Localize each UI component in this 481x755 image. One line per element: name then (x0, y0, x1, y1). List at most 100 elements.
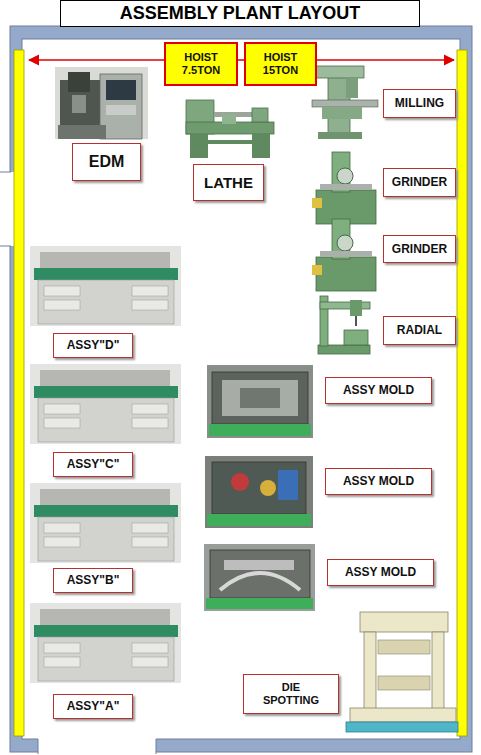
work-bench-part (44, 418, 80, 428)
mold-picture-part (231, 473, 249, 491)
label-text: GRINDER (392, 175, 447, 189)
grinder-machine-part (312, 198, 322, 208)
page-title: ASSEMBLY PLANT LAYOUT (60, 0, 420, 27)
work-bench-part (38, 517, 174, 561)
work-bench-part (44, 657, 80, 667)
label-text: ASSY MOLD (343, 474, 414, 488)
work-bench-part (132, 643, 168, 653)
label-text: HOIST 7.5TON (170, 51, 232, 77)
label-text: ASSY"D" (67, 338, 120, 352)
door-opening-part (156, 739, 157, 754)
label-text: DIE SPOTTING (258, 681, 324, 707)
machine-label: ASSY"B" (53, 568, 133, 593)
work-bench-part (34, 505, 178, 517)
work-bench-part (44, 286, 80, 296)
work-bench-part (40, 609, 170, 625)
plant-wall (10, 26, 472, 752)
mold-picture-part (212, 462, 306, 514)
mold-picture-part (224, 560, 294, 570)
lathe-machine-part (252, 134, 270, 158)
work-bench-part (38, 637, 174, 681)
grinder-machine (312, 152, 376, 224)
die-spotting-press-part (350, 708, 456, 722)
mold-picture-part (222, 380, 298, 416)
mold-picture-part (205, 456, 313, 528)
machine-label: GRINDER (383, 235, 456, 263)
label-text: HOIST 15TON (250, 51, 311, 77)
mold-picture-part (210, 550, 310, 598)
grinder-machine-part (337, 168, 353, 184)
work-bench-part (34, 268, 178, 280)
die-spotting-press (346, 612, 458, 732)
work-bench-part (44, 404, 80, 414)
mold-picture (204, 544, 315, 611)
grinder-machine-part (320, 184, 372, 190)
mold-picture-part (278, 470, 298, 500)
work-bench-part (44, 523, 80, 533)
work-bench-part (30, 364, 181, 444)
mold-picture-part (260, 480, 276, 496)
edm-machine-part (58, 125, 106, 139)
machine-label: LATHE (193, 164, 264, 201)
milling-machine (312, 66, 378, 139)
work-bench-part (40, 489, 170, 505)
milling-machine-part (318, 132, 362, 139)
die-spotting-press-part (346, 722, 458, 732)
crane-span-arrow (29, 59, 454, 61)
work-bench-part (132, 523, 168, 533)
crane-rail-part (14, 50, 24, 736)
die-spotting-press-part (364, 632, 376, 710)
work-bench-part (30, 483, 181, 563)
grinder-machine-part (312, 265, 322, 275)
die-spotting-press-part (378, 640, 430, 654)
lathe-machine-part (190, 134, 208, 158)
edm-machine-part (100, 74, 142, 139)
work-bench-part (30, 603, 181, 683)
machine-label: RADIAL (383, 316, 456, 345)
work-bench-part (132, 286, 168, 296)
label-text: EDM (89, 152, 125, 171)
machine-label: ASSY"D" (53, 333, 133, 358)
mold-picture-part (207, 365, 313, 438)
hoist-box: HOIST 7.5TON (164, 42, 238, 86)
edm-machine-part (106, 80, 136, 100)
work-bench-part (132, 418, 168, 428)
work-bench-part (132, 657, 168, 667)
plant-wall-part (10, 26, 472, 752)
radial-drill-part (344, 330, 368, 345)
machine-label: MILLING (383, 89, 456, 118)
grinder-machine (312, 219, 376, 291)
label-text: MILLING (395, 96, 444, 110)
hoist-box: HOIST 15TON (244, 42, 317, 86)
radial-drill-part (355, 316, 357, 326)
label-text: ASSY MOLD (343, 383, 414, 397)
mold-picture-part (220, 573, 300, 590)
work-bench (30, 483, 181, 563)
edm-machine-part (55, 67, 148, 139)
label-text: RADIAL (397, 323, 442, 337)
edm-machine (55, 67, 148, 139)
lathe-machine-part (222, 114, 236, 124)
work-bench-part (34, 625, 178, 637)
door-opening-part (0, 246, 11, 247)
machine-label: ASSY"A" (53, 694, 133, 719)
milling-machine-part (316, 66, 364, 78)
door-opening-part (38, 738, 156, 754)
lathe-machine (186, 100, 274, 158)
mold-picture-part (206, 598, 313, 609)
machine-label: ASSY MOLD (325, 377, 432, 404)
lathe-machine-part (208, 140, 252, 144)
radial-drill (318, 296, 370, 354)
edm-machine-part (72, 95, 86, 113)
work-bench-part (40, 252, 170, 268)
work-bench-part (30, 246, 181, 326)
plant-wall-part (22, 39, 460, 739)
work-bench (30, 246, 181, 326)
work-bench-part (132, 404, 168, 414)
label-text: ASSY"C" (67, 457, 120, 471)
milling-machine-part (322, 107, 362, 119)
grinder-machine-part (337, 235, 353, 251)
die-spotting-press-part (378, 676, 430, 690)
edm-machine-part (106, 105, 136, 115)
